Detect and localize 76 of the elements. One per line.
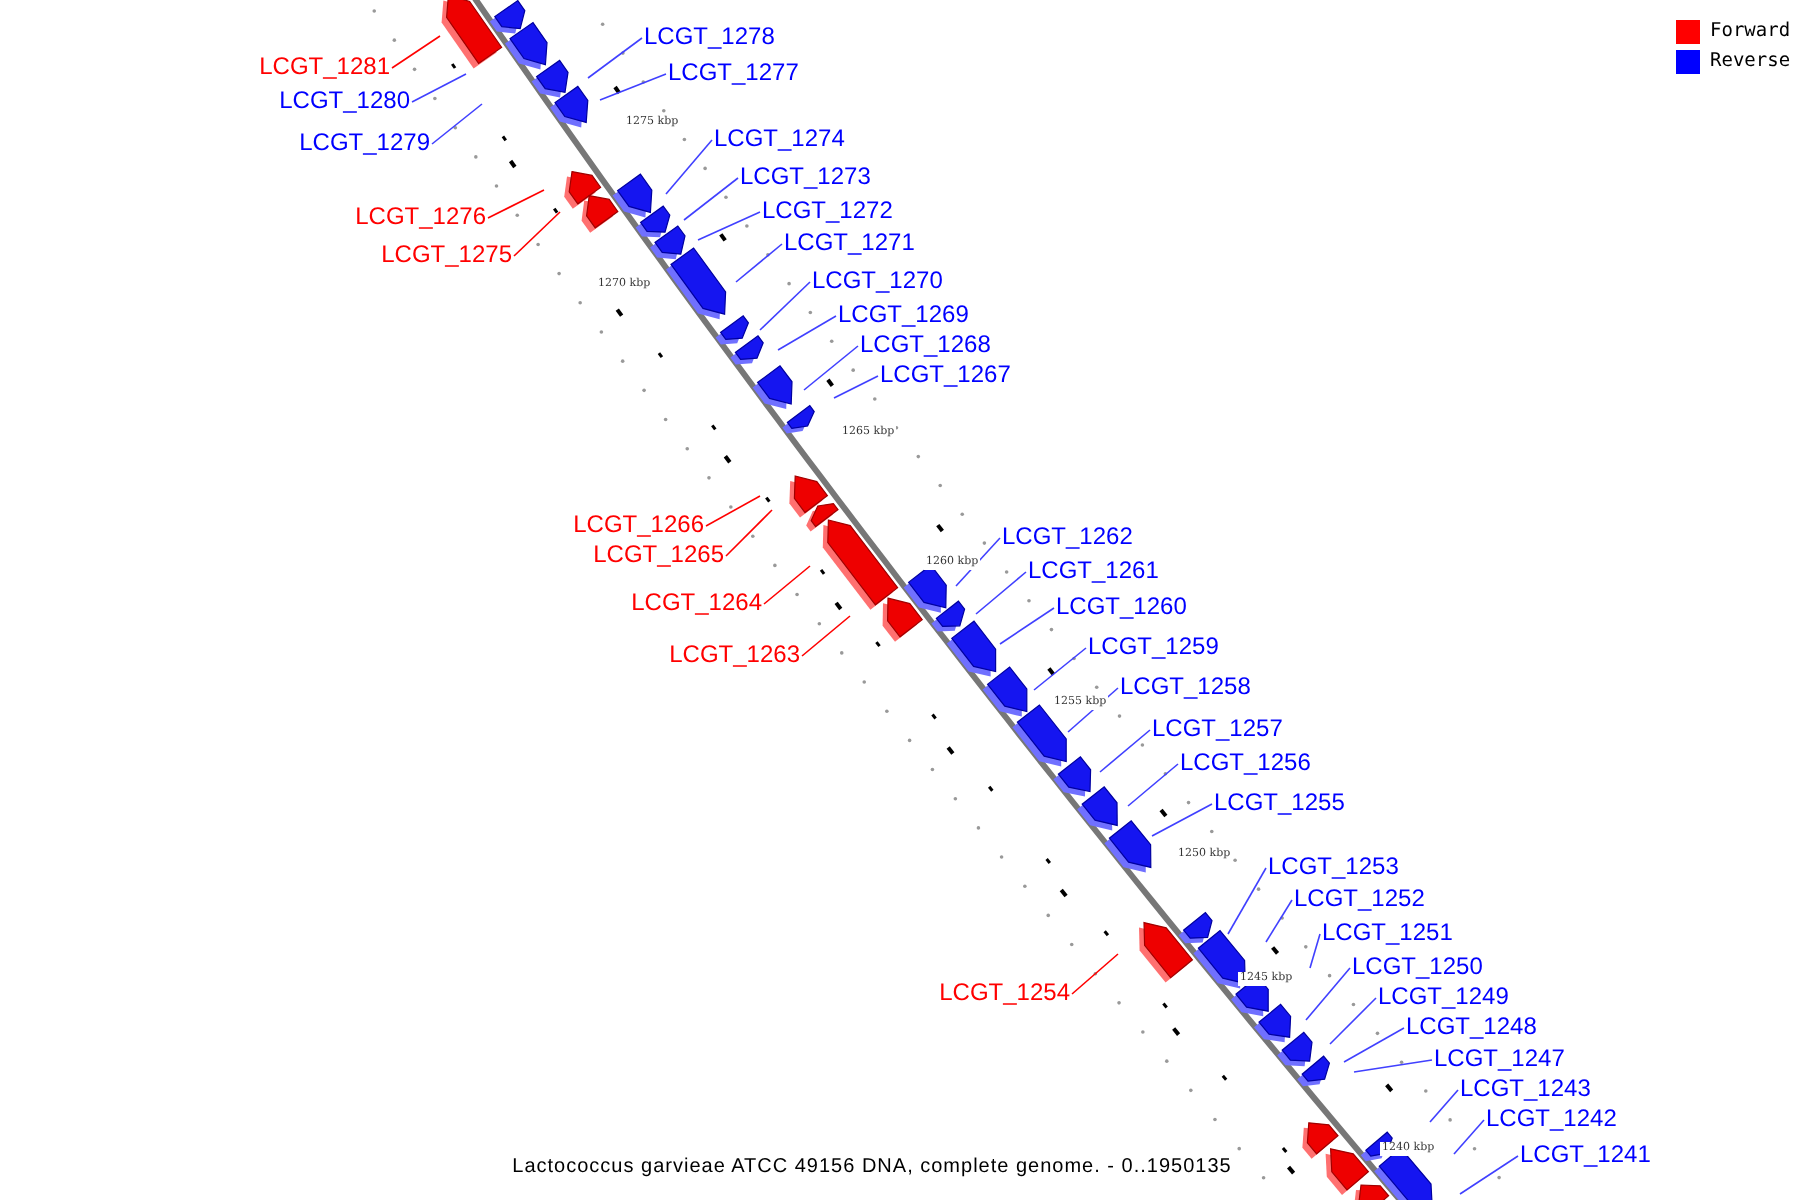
leader-line — [391, 35, 441, 69]
leader-line — [513, 211, 561, 257]
gene-label: LCGT_1265 — [593, 540, 724, 568]
leader-line — [1265, 899, 1293, 943]
gene-label: LCGT_1267 — [880, 360, 1011, 388]
leader-line — [1151, 803, 1213, 837]
leader-line — [735, 243, 783, 283]
gene-label: LCGT_1243 — [1460, 1074, 1591, 1102]
leader-line — [1453, 1119, 1485, 1155]
leader-line — [1429, 1089, 1459, 1123]
gene-label: LCGT_1271 — [784, 228, 915, 256]
leader-line — [487, 189, 545, 219]
gene-label: LCGT_1275 — [381, 240, 512, 268]
gene-label: LCGT_1270 — [812, 266, 943, 294]
leader-line — [777, 315, 837, 351]
gene-label: LCGT_1257 — [1152, 714, 1283, 742]
leader-line — [801, 615, 851, 657]
leader-line — [587, 37, 643, 79]
gene-label: LCGT_1279 — [299, 128, 430, 156]
leader-line — [725, 509, 773, 557]
leader-line — [411, 73, 467, 103]
leader-line — [683, 177, 739, 221]
leader-line — [1071, 953, 1119, 995]
gene-label: LCGT_1264 — [631, 588, 762, 616]
leader-line — [665, 139, 713, 195]
leader-line — [975, 571, 1027, 615]
gene-label: LCGT_1266 — [573, 510, 704, 538]
gene-label: LCGT_1274 — [714, 124, 845, 152]
gene-label: LCGT_1248 — [1406, 1012, 1537, 1040]
gene-label: LCGT_1277 — [668, 58, 799, 86]
leader-line — [431, 103, 483, 145]
leader-line — [763, 565, 811, 605]
leader-line — [697, 211, 761, 241]
gene-label: LCGT_1250 — [1352, 952, 1483, 980]
gene-label: LCGT_1269 — [838, 300, 969, 328]
gene-label: LCGT_1261 — [1028, 556, 1159, 584]
leader-line — [1305, 967, 1351, 1021]
gene-label: LCGT_1278 — [644, 22, 775, 50]
gene-label: LCGT_1241 — [1520, 1140, 1651, 1168]
gene-label: LCGT_1255 — [1214, 788, 1345, 816]
gene-label: LCGT_1247 — [1434, 1044, 1565, 1072]
leader-line — [705, 495, 761, 527]
gene-label: LCGT_1281 — [259, 52, 390, 80]
leader-line — [1227, 867, 1267, 935]
gene-label: LCGT_1268 — [860, 330, 991, 358]
gene-label: LCGT_1276 — [355, 202, 486, 230]
gene-label: LCGT_1252 — [1294, 884, 1425, 912]
leader-line — [1127, 763, 1179, 807]
gene-label: LCGT_1254 — [939, 978, 1070, 1006]
leader-line — [599, 73, 667, 101]
gene-label: LCGT_1242 — [1486, 1104, 1617, 1132]
leader-line — [759, 281, 811, 331]
gene-label: LCGT_1262 — [1002, 522, 1133, 550]
gene-label: LCGT_1273 — [740, 162, 871, 190]
leader-line — [1459, 1155, 1519, 1195]
legend-label: Forward — [1710, 20, 1791, 44]
gene-label: LCGT_1253 — [1268, 852, 1399, 880]
leader-line — [803, 345, 859, 391]
leader-line — [1353, 1059, 1433, 1073]
leader-line — [1033, 647, 1087, 691]
leader-line — [1099, 729, 1151, 773]
gene-label: LCGT_1259 — [1088, 632, 1219, 660]
gene-label: LCGT_1258 — [1120, 672, 1251, 700]
gene-label: LCGT_1256 — [1180, 748, 1311, 776]
gene-label: LCGT_1263 — [669, 640, 800, 668]
leader-line — [999, 607, 1055, 645]
gene-label: LCGT_1260 — [1056, 592, 1187, 620]
leader-line — [1309, 933, 1321, 969]
leader-line — [1343, 1027, 1405, 1063]
gene-label: LCGT_1249 — [1378, 982, 1509, 1010]
gene-label: LCGT_1251 — [1322, 918, 1453, 946]
gene-label: LCGT_1272 — [762, 196, 893, 224]
gene-label: LCGT_1280 — [279, 86, 410, 114]
legend-label: Reverse — [1710, 50, 1791, 74]
leader-line — [833, 375, 879, 399]
leader-line — [1329, 997, 1377, 1045]
